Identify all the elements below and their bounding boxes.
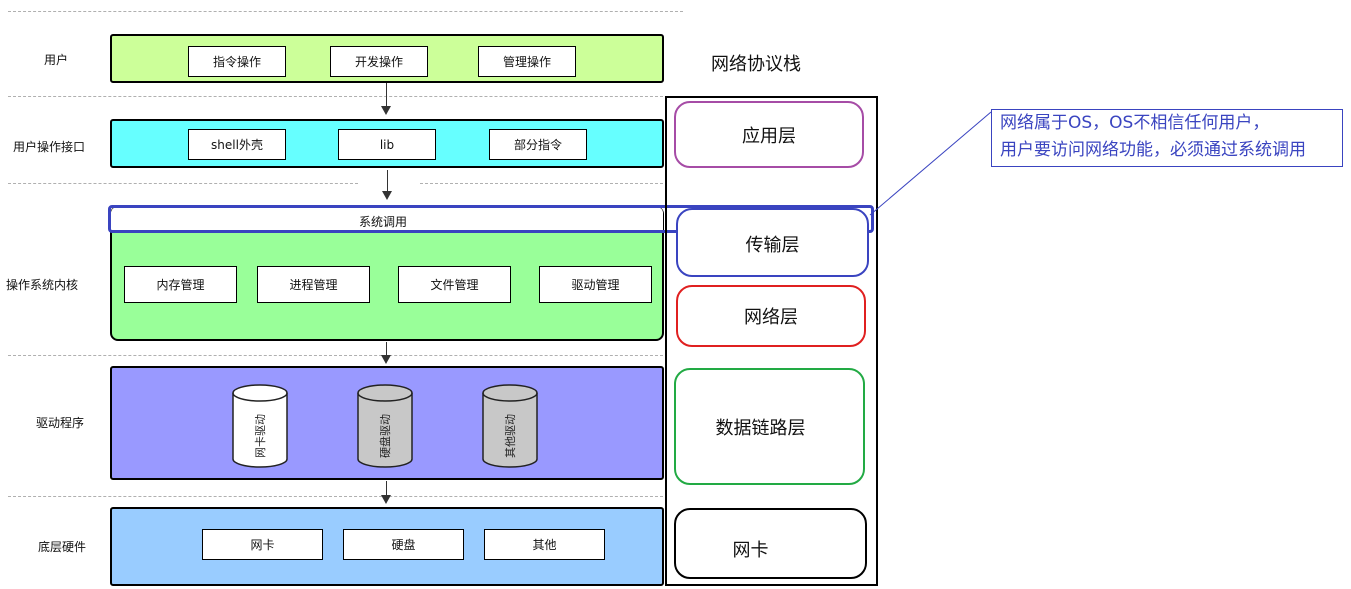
separator-kernel-driver — [8, 355, 663, 356]
row-label-user: 用户 — [44, 53, 69, 67]
interface-box-commands: 部分指令 — [489, 129, 587, 160]
driver-cylinders — [232, 384, 538, 468]
arrow-head-interface-kernel — [382, 191, 392, 200]
stack-layer-application: 应用层 — [674, 101, 864, 168]
row-label-interface: 用户操作接口 — [13, 140, 86, 154]
user-box-command: 指令操作 — [188, 46, 286, 77]
arrow-head-driver-hardware — [381, 495, 391, 504]
kernel-box-driver: 驱动管理 — [539, 266, 652, 303]
hardware-box-other: 其他 — [484, 529, 605, 560]
stack-title: 网络协议栈 — [711, 54, 801, 75]
cylinder-nic-driver — [232, 384, 288, 468]
interface-box-lib: lib — [338, 129, 436, 160]
row-label-driver: 驱动程序 — [36, 416, 85, 430]
stack-layer-nic: 网卡 — [674, 508, 867, 579]
user-box-develop: 开发操作 — [330, 46, 428, 77]
user-box-manage: 管理操作 — [478, 46, 576, 77]
arrow-user-interface — [386, 83, 387, 107]
arrow-head-kernel-driver — [381, 355, 391, 364]
stack-layer-network: 网络层 — [676, 285, 866, 347]
hardware-box-disk: 硬盘 — [343, 529, 464, 560]
annotation-note: 网络属于OS，OS不相信任何用户， 用户要访问网络功能，必须通过系统调用 — [991, 109, 1343, 167]
annotation-line-2: 用户要访问网络功能，必须通过系统调用 — [1000, 140, 1306, 160]
arrow-driver-hardware — [386, 481, 387, 496]
stack-container — [665, 96, 878, 586]
kernel-box-file: 文件管理 — [398, 266, 511, 303]
stack-layer-transport: 传输层 — [676, 208, 869, 277]
arrow-interface-kernel — [387, 170, 388, 192]
separator-top — [8, 11, 683, 12]
cylinder-disk-driver — [357, 384, 413, 468]
stack-layer-datalink: 数据链路层 — [674, 368, 865, 485]
syscall-label: 系统调用 — [359, 215, 408, 229]
annotation-line-1: 网络属于OS，OS不相信任何用户， — [1000, 113, 1270, 133]
kernel-box-memory: 内存管理 — [124, 266, 237, 303]
row-label-hardware: 底层硬件 — [38, 540, 87, 554]
row-label-kernel: 操作系统内核 — [6, 278, 79, 292]
syscall-highlight — [108, 205, 874, 233]
cylinder-other-driver — [482, 384, 538, 468]
separator-interface-kernel-right — [420, 183, 663, 184]
separator-driver-hardware — [8, 496, 663, 497]
hardware-box-nic: 网卡 — [202, 529, 323, 560]
separator-interface-kernel — [8, 183, 358, 184]
syscall-bar — [111, 207, 663, 231]
arrow-head-user-interface — [381, 106, 391, 115]
interface-box-shell: shell外壳 — [188, 129, 286, 160]
separator-user-interface — [8, 96, 663, 97]
arrow-kernel-driver — [386, 342, 387, 357]
kernel-box-process: 进程管理 — [257, 266, 370, 303]
